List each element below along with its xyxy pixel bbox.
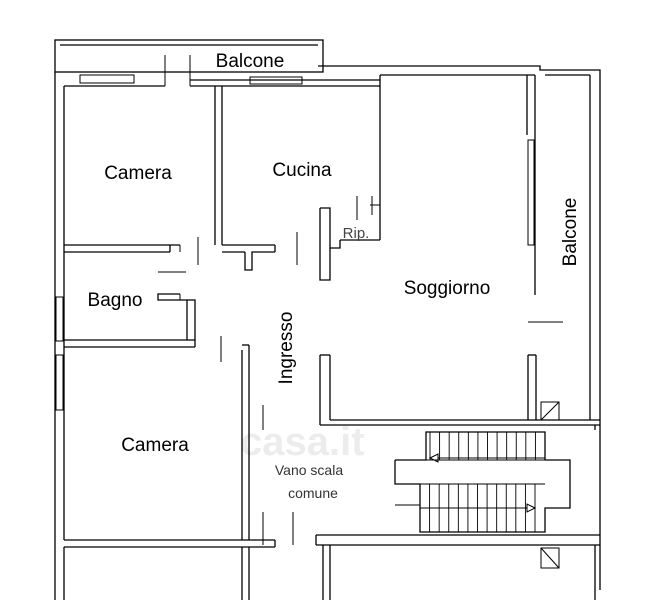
watermark: casa.it [240,420,365,464]
label-camera-top: Camera [104,163,172,184]
window [55,296,64,342]
interior-walls [55,55,600,600]
label-balcone-top: Balcone [216,51,285,72]
label-comune: comune [288,485,338,501]
outer-walls [54,39,601,600]
top-balcony-parapet [54,39,324,73]
window [79,74,135,84]
staircase [394,431,571,533]
shaft [540,401,560,421]
stair-arrow-icon [428,453,439,463]
label-camera-bottom: Camera [121,435,189,456]
window [249,76,303,85]
stair-arrow-icon [526,503,537,513]
label-ingresso: Ingresso [276,312,297,385]
window [55,354,64,411]
label-cucina: Cucina [272,160,332,181]
window [527,139,535,246]
label-soggiorno: Soggiorno [404,278,491,299]
shaft [540,547,560,569]
label-rip: Rip. [343,225,370,242]
label-vano-scala: Vano scala [275,462,343,478]
label-bagno: Bagno [88,290,143,311]
label-balcone-right: Balcone [560,198,581,267]
